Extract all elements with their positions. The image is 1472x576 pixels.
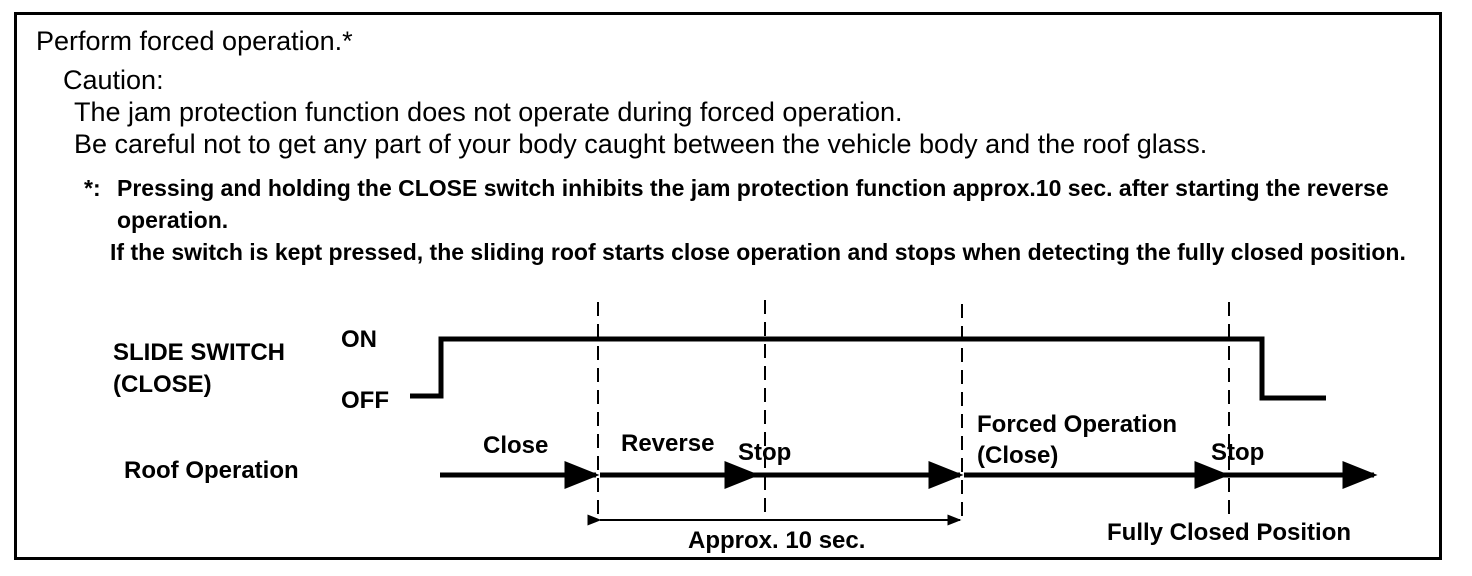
phase-stop-2-label: Stop [1211, 439, 1264, 466]
footnote-marker: *: [84, 175, 101, 201]
phase-stop-1-label: Stop [738, 439, 791, 466]
caution-line-1: The jam protection function does not ope… [74, 97, 903, 127]
switch-label-1: SLIDE SWITCH [113, 339, 285, 366]
switch-label-2: (CLOSE) [113, 371, 212, 398]
phase-close-label: Close [483, 432, 548, 459]
on-label: ON [341, 326, 377, 353]
phase-reverse-label: Reverse [621, 430, 714, 457]
caution-line-2: Be careful not to get any part of your b… [74, 129, 1208, 159]
caution-label: Caution: [63, 65, 164, 95]
phase-forced-label-1: Forced Operation [977, 411, 1177, 438]
heading: Perform forced operation.* [36, 26, 353, 56]
off-label: OFF [341, 387, 389, 414]
phase-forced-label-2: (Close) [977, 442, 1058, 469]
interval-label: Approx. 10 sec. [688, 527, 865, 554]
diagram-frame [14, 12, 1442, 560]
end-position-label: Fully Closed Position [1107, 519, 1351, 546]
roof-operation-label: Roof Operation [124, 457, 299, 484]
switch-signal-line [410, 336, 1326, 401]
footnote-continuation: If the switch is kept pressed, the slidi… [110, 239, 1406, 265]
timing-guides [597, 300, 1230, 520]
footnote-text: Pressing and holding the CLOSE switch in… [117, 175, 1389, 233]
